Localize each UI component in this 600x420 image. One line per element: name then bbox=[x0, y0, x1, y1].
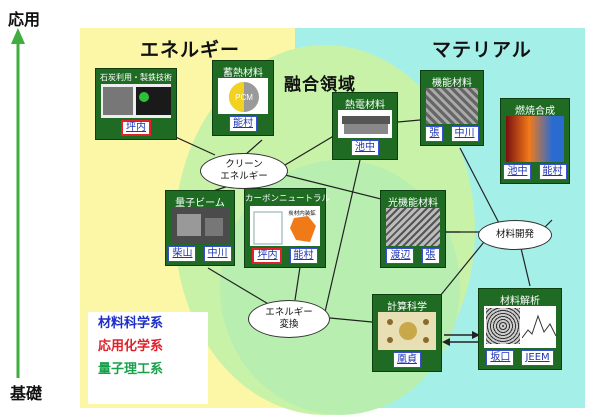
tag-zhang[interactable]: 張 bbox=[425, 126, 444, 142]
card-image bbox=[506, 116, 564, 162]
card-tags: 凰貞 bbox=[373, 347, 441, 368]
card-title: 光機能材料 bbox=[388, 198, 438, 209]
card-tags: 坂口 JEEM bbox=[479, 345, 561, 366]
node-text: 材料開発 bbox=[495, 229, 534, 240]
tag-sakaguchi[interactable]: 坂口 bbox=[486, 350, 515, 366]
card-carbon-neutral: カーボンニュートラル 炭材内装鉱 坪内 能村 bbox=[244, 188, 331, 268]
node-text: クリーン bbox=[225, 159, 263, 170]
card-image bbox=[386, 208, 440, 246]
tag-watanabe[interactable]: 渡辺 bbox=[386, 248, 415, 264]
card-combustion-synthesis: 燃焼合成 池中 能村 bbox=[500, 98, 570, 184]
node-material-development: 材料開発 bbox=[478, 220, 552, 250]
card-title: 計算科学 bbox=[387, 302, 427, 313]
card-image bbox=[171, 208, 229, 244]
card-image bbox=[338, 110, 392, 138]
card-tags: 柴山 中川 bbox=[166, 241, 234, 262]
card-title: 蓄熱材料 bbox=[223, 68, 263, 79]
card-computational-science: 計算科学 凰貞 bbox=[372, 294, 442, 372]
pcm-text: PCM bbox=[235, 93, 253, 102]
card-title: 量子ビーム bbox=[175, 198, 225, 209]
card-functional-material: 機能材料 張 中川 bbox=[420, 70, 484, 146]
energy-label: エネルギー bbox=[140, 39, 241, 61]
card-tags: 池中 bbox=[333, 135, 397, 156]
tag-nomura[interactable]: 能村 bbox=[229, 116, 257, 132]
card-tags: 池中 能村 bbox=[501, 159, 569, 180]
card-image bbox=[484, 306, 556, 348]
node-text: エネルギー bbox=[220, 171, 268, 182]
tag-shibayama[interactable]: 柴山 bbox=[168, 246, 197, 262]
card-title: 燃焼合成 bbox=[515, 106, 555, 117]
arrowhead-right bbox=[472, 331, 480, 339]
tag-nakagawa[interactable]: 中川 bbox=[203, 246, 232, 262]
tag-nomura[interactable]: 能村 bbox=[538, 164, 567, 180]
card-tags: 坪内 能村 bbox=[245, 243, 325, 264]
tag-zhang[interactable]: 張 bbox=[421, 248, 440, 264]
fusion-label: 融合領域 bbox=[284, 75, 356, 95]
card-image: PCM bbox=[218, 78, 268, 114]
card-quantum-beam: 量子ビーム 柴山 中川 bbox=[165, 190, 235, 266]
card-thermoelectric: 熱電材料 池中 bbox=[332, 92, 398, 160]
card-thermal-storage: 蓄熱材料 PCM 能村 bbox=[212, 60, 274, 136]
card-optical-material: 光機能材料 渡辺 張 bbox=[380, 190, 446, 268]
tag-nakagawa[interactable]: 中川 bbox=[450, 126, 479, 142]
card-image bbox=[378, 312, 436, 350]
pcm-sphere-icon: PCM bbox=[229, 82, 259, 112]
tag-jeem[interactable]: JEEM bbox=[521, 350, 554, 366]
card-image: 炭材内装鉱 bbox=[250, 206, 320, 246]
legend: 材料科学系 応用化学系 量子理工系 bbox=[88, 312, 208, 404]
card-title: 機能材料 bbox=[432, 78, 472, 89]
spectrum-chart-icon bbox=[522, 314, 556, 339]
node-energy-conversion: エネルギー 変換 bbox=[248, 300, 330, 338]
card-tags: 坪内 bbox=[96, 115, 176, 136]
card-coal-steel: 石炭利用・製鉄技術 坪内 bbox=[95, 68, 177, 140]
lattice-structure-icon bbox=[387, 319, 429, 343]
material-label: マテリアル bbox=[432, 39, 532, 61]
tag-nomura[interactable]: 能村 bbox=[289, 248, 318, 264]
arrowhead-left bbox=[442, 338, 450, 346]
tag-ikenaka[interactable]: 池中 bbox=[503, 164, 532, 180]
carbon-composite-icon: 炭材内装鉱 bbox=[253, 209, 316, 245]
card-tags: 能村 bbox=[213, 111, 273, 132]
legend-quantum-science: 量子理工系 bbox=[98, 362, 164, 377]
node-text: エネルギー bbox=[265, 307, 313, 318]
tag-tsubouchi[interactable]: 坪内 bbox=[252, 248, 283, 264]
carbon-image-label: 炭材内装鉱 bbox=[288, 209, 316, 217]
card-title: カーボンニュートラル bbox=[245, 194, 331, 204]
card-tags: 張 中川 bbox=[421, 121, 483, 142]
card-title: 熱電材料 bbox=[345, 100, 385, 111]
card-tags: 渡辺 張 bbox=[381, 243, 445, 264]
card-image bbox=[426, 88, 478, 124]
node-text: 変換 bbox=[279, 319, 299, 330]
legend-material-science: 材料科学系 bbox=[98, 316, 164, 331]
tag-ikenaka[interactable]: 池中 bbox=[351, 140, 379, 156]
card-title: 石炭利用・製鉄技術 bbox=[100, 73, 172, 82]
axis-label-applied: 応用 bbox=[8, 10, 41, 29]
tag-tsubouchi[interactable]: 坪内 bbox=[121, 120, 151, 136]
legend-applied-chemistry: 応用化学系 bbox=[98, 339, 164, 354]
card-title: 材料解析 bbox=[500, 296, 540, 307]
thermoelectric-module-icon bbox=[342, 116, 390, 134]
card-image bbox=[101, 84, 171, 118]
node-clean-energy: クリーン エネルギー bbox=[200, 153, 288, 189]
axis-arrowhead bbox=[11, 28, 25, 44]
axis-label-fundamental: 基礎 bbox=[10, 384, 43, 403]
card-material-analysis: 材料解析 坂口 JEEM bbox=[478, 288, 562, 370]
tag-eitei[interactable]: 凰貞 bbox=[393, 352, 421, 368]
